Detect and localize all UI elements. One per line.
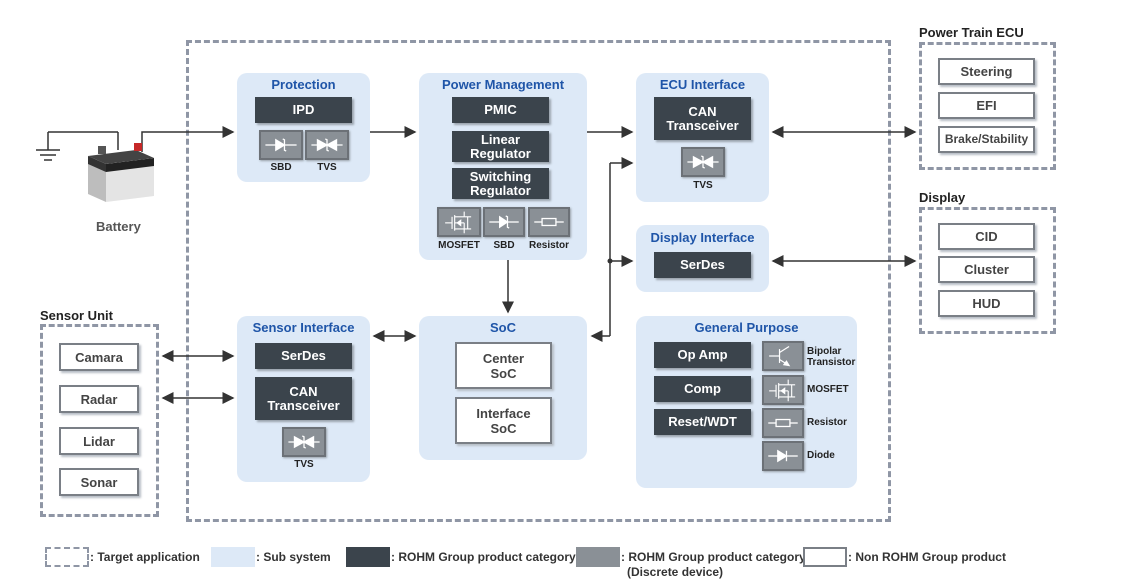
battery-icon	[82, 142, 156, 214]
tvs-diode-icon	[305, 130, 349, 160]
tvs-sensor-icon	[282, 427, 326, 457]
legend-target-label: : Target application	[90, 550, 200, 564]
tvs-ecu-icon	[681, 147, 725, 177]
sbd-diode-icon	[259, 130, 303, 160]
camara-block: Camara	[59, 343, 139, 371]
can-transceiver-ecu-block: CAN Transceiver	[654, 97, 751, 140]
target-application-frame	[186, 40, 891, 522]
diode-icon	[762, 441, 804, 471]
mosfet-icon	[437, 207, 481, 237]
legend-subsystem-label: : Sub system	[256, 550, 331, 564]
can-transceiver-sensor-block: CAN Transceiver	[255, 377, 352, 420]
tvs-caption: TVS	[317, 162, 337, 173]
display-title: Display	[919, 190, 966, 205]
battery-label: Battery	[96, 219, 141, 234]
power-train-ecu-title: Power Train ECU	[919, 25, 1024, 40]
legend-non-rohm-swatch	[803, 547, 847, 567]
resistor-gp-icon	[762, 408, 804, 438]
sbd-caption: SBD	[270, 162, 292, 173]
tvs-ecu-caption: TVS	[693, 180, 713, 191]
protection-title: Protection	[271, 77, 336, 92]
hud-block: HUD	[938, 290, 1035, 317]
efi-block: EFI	[938, 92, 1035, 119]
sbd-icon	[483, 207, 525, 237]
mosfet-gp-icon	[762, 375, 804, 405]
bipolar-transistor-caption: Bipolar Transistor	[807, 346, 856, 368]
brake-stability-block: Brake/Stability	[938, 126, 1035, 153]
cid-block: CID	[938, 223, 1035, 250]
interface-soc-block: Interface SoC	[455, 397, 552, 444]
legend-discrete-sublabel: (Discrete device)	[627, 565, 724, 579]
legend-discrete-swatch	[576, 547, 620, 567]
bipolar-transistor-icon	[762, 341, 804, 371]
protection-subsystem: Protection	[237, 73, 370, 182]
cluster-block: Cluster	[938, 256, 1035, 283]
legend-non-rohm-label: : Non ROHM Group product	[848, 550, 1006, 564]
sbd-caption-pm: SBD	[493, 240, 515, 251]
radar-block: Radar	[59, 385, 139, 413]
reset-wdt-block: Reset/WDT	[654, 409, 751, 435]
legend-discrete-label: : ROHM Group product category	[621, 550, 806, 564]
serdes-sensor-block: SerDes	[255, 343, 352, 369]
resistor-gp-caption: Resistor	[807, 417, 848, 428]
resistor-icon	[528, 207, 570, 237]
mosfet-caption: MOSFET	[438, 240, 480, 251]
linear-regulator-block: Linear Regulator	[452, 131, 549, 162]
resistor-caption: Resistor	[528, 240, 569, 251]
ipd-block: IPD	[255, 97, 352, 123]
legend-target-swatch	[45, 547, 89, 567]
legend-rohm-label: : ROHM Group product category	[391, 550, 576, 564]
steering-block: Steering	[938, 58, 1035, 85]
sensor-interface-title: Sensor Interface	[252, 320, 355, 335]
soc-title: SoC	[490, 320, 516, 335]
display-frame	[919, 207, 1056, 334]
sensor-unit-frame	[40, 324, 159, 517]
diode-caption: Diode	[807, 450, 835, 461]
legend-subsystem-swatch	[211, 547, 255, 567]
legend-rohm-swatch	[346, 547, 390, 567]
sonar-block: Sonar	[59, 468, 139, 496]
op-amp-block: Op Amp	[654, 342, 751, 368]
ecu-interface-title: ECU Interface	[659, 77, 746, 92]
power-management-title: Power Management	[441, 77, 565, 92]
center-soc-block: Center SoC	[455, 342, 552, 389]
serdes-display-block: SerDes	[654, 252, 751, 278]
display-interface-title: Display Interface	[650, 230, 755, 245]
sensor-unit-title: Sensor Unit	[40, 308, 113, 323]
pmic-block: PMIC	[452, 97, 549, 123]
mosfet-gp-caption: MOSFET	[807, 384, 849, 395]
general-purpose-title: General Purpose	[694, 320, 799, 335]
tvs-sensor-caption: TVS	[294, 459, 314, 470]
lidar-block: Lidar	[59, 427, 139, 455]
comp-block: Comp	[654, 376, 751, 402]
power-train-ecu-frame	[919, 42, 1056, 170]
switching-regulator-block: Switching Regulator	[452, 168, 549, 199]
